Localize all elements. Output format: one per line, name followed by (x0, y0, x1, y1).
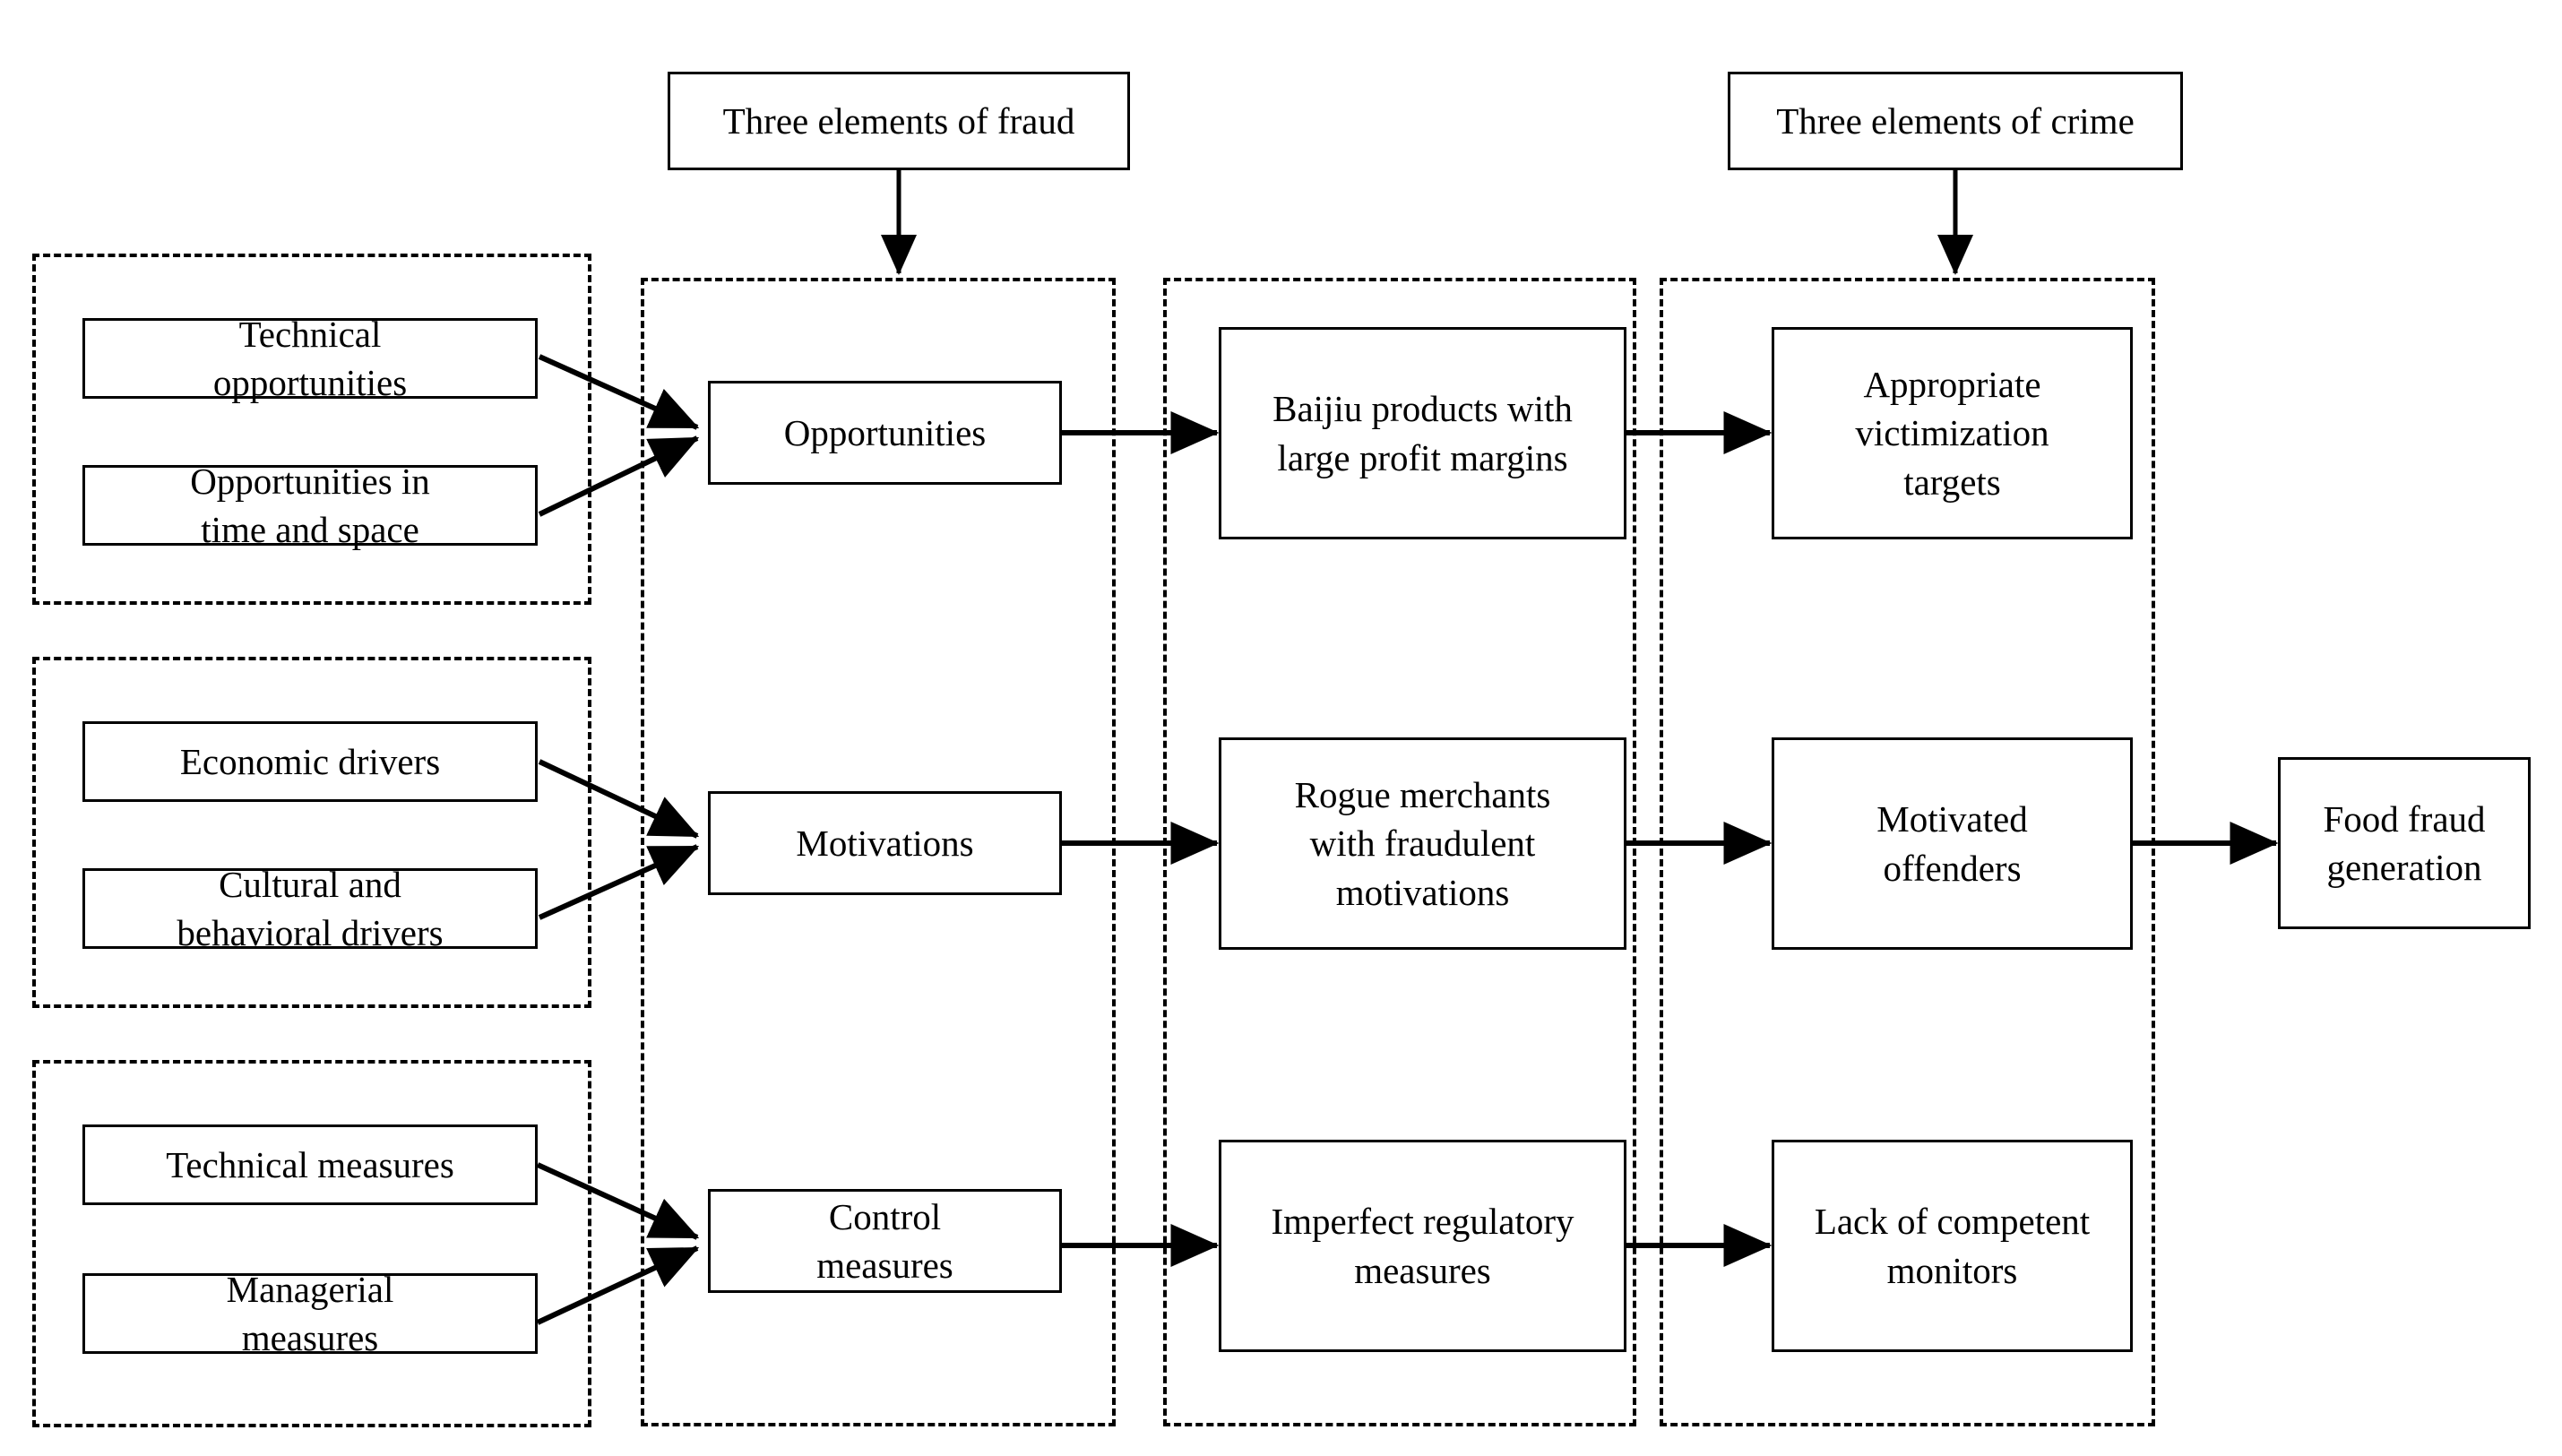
node-motivated-offenders[interactable]: Motivated offenders (1772, 737, 2133, 950)
node-label: Lack of competent monitors (1814, 1201, 2091, 1291)
node-label: Motivations (796, 822, 974, 864)
node-label: Technical opportunities (212, 313, 408, 403)
node-technical-opportunities[interactable]: Technical opportunities (82, 314, 538, 403)
node-rogue-merchants-with-fraudulent-motivations[interactable]: Rogue merchants with fraudulent motivati… (1219, 737, 1626, 950)
node-label: Food fraud generation (2323, 797, 2486, 888)
node-label: Control measures (816, 1195, 953, 1286)
node-label: Motivated offenders (1876, 798, 2028, 889)
node-food-fraud-generation[interactable]: Food fraud generation (2278, 757, 2531, 929)
node-baijiu-products-with-large-profit-margins[interactable]: Baijiu products with large profit margin… (1219, 327, 1626, 539)
node-motivations[interactable]: Motivations (708, 791, 1062, 895)
caption-label: Three elements of fraud (722, 100, 1075, 142)
node-opportunities[interactable]: Opportunities (708, 381, 1062, 485)
caption-label: Three elements of crime (1776, 100, 2135, 142)
node-label: Appropriate victimization targets (1855, 364, 2049, 503)
node-control-measures[interactable]: Control measures (708, 1189, 1062, 1293)
node-label: Technical measures (166, 1143, 454, 1185)
node-label: Opportunities in time and space (190, 460, 430, 550)
node-label: Opportunities (783, 411, 987, 453)
node-managerial-measures[interactable]: Managerial measures (82, 1269, 538, 1358)
caption-three-elements-of-fraud[interactable]: Three elements of fraud (668, 72, 1130, 170)
node-opportunities-in-time-and-space[interactable]: Opportunities in time and space (82, 461, 538, 550)
node-label: Economic drivers (179, 740, 441, 782)
node-label: Baijiu products with large profit margin… (1272, 388, 1573, 478)
node-label: Cultural and behavioral drivers (177, 863, 444, 953)
node-appropriate-victimization-targets[interactable]: Appropriate victimization targets (1772, 327, 2133, 539)
node-label: Rogue merchants with fraudulent motivati… (1294, 774, 1551, 913)
node-label: Managerial measures (226, 1268, 394, 1358)
caption-three-elements-of-crime[interactable]: Three elements of crime (1728, 72, 2183, 170)
node-technical-measures[interactable]: Technical measures (82, 1124, 538, 1205)
node-imperfect-regulatory-measures[interactable]: Imperfect regulatory measures (1219, 1140, 1626, 1352)
node-cultural-and-behavioral-drivers[interactable]: Cultural and behavioral drivers (82, 864, 538, 953)
node-economic-drivers[interactable]: Economic drivers (82, 721, 538, 802)
node-label: Imperfect regulatory measures (1271, 1201, 1574, 1291)
node-lack-of-competent-monitors[interactable]: Lack of competent monitors (1772, 1140, 2133, 1352)
